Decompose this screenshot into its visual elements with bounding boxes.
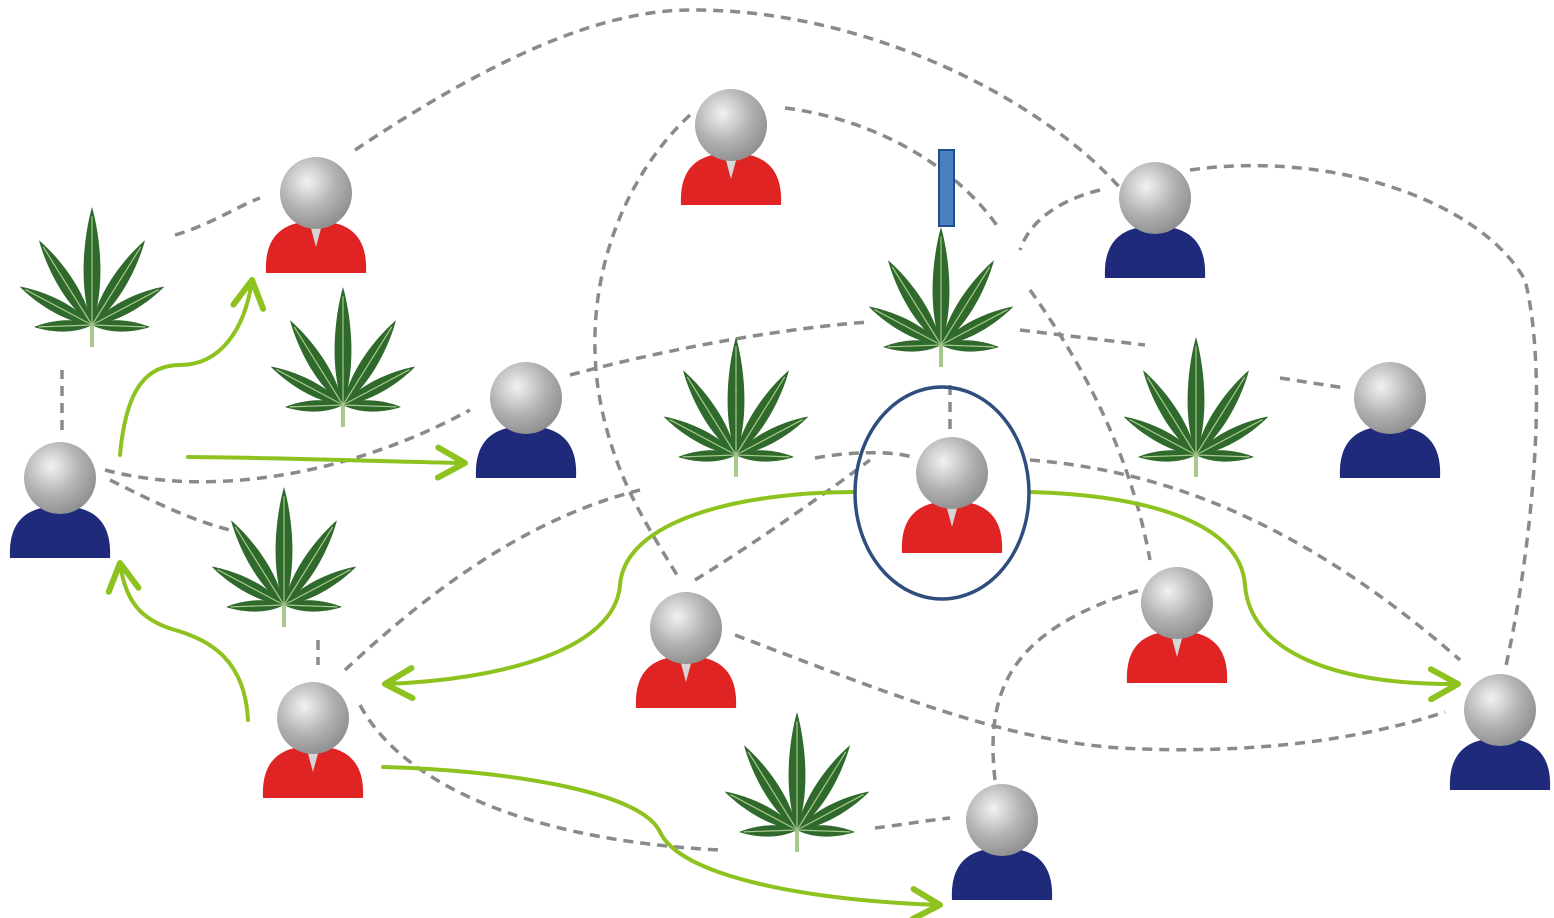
- cannabis-leaf-icon: [868, 227, 1014, 367]
- focus-ellipse: [853, 385, 1031, 601]
- link: [343, 488, 641, 672]
- dashed-links: [60, 8, 1539, 852]
- link: [358, 704, 721, 852]
- link: [734, 633, 1446, 752]
- marker-bar: [938, 149, 955, 227]
- arrow-icon: [105, 560, 250, 722]
- link: [354, 8, 1132, 202]
- link: [569, 320, 871, 377]
- person-icon: [1104, 162, 1206, 278]
- leaves: [19, 207, 1269, 852]
- link: [593, 113, 692, 581]
- link: [1029, 458, 1462, 662]
- link: [1018, 188, 1101, 251]
- link: [991, 588, 1141, 781]
- person-icon: [901, 437, 1003, 553]
- people: [9, 89, 1551, 900]
- link: [104, 408, 471, 484]
- link: [814, 450, 916, 460]
- link: [874, 816, 951, 830]
- arrow-icon: [382, 490, 857, 702]
- person-icon: [951, 784, 1053, 900]
- cannabis-leaf-icon: [19, 207, 165, 347]
- cannabis-leaf-icon: [270, 287, 416, 427]
- cannabis-leaf-icon: [663, 337, 809, 477]
- person-icon: [262, 682, 364, 798]
- arrow-icon: [186, 444, 468, 481]
- arrow-icon: [118, 277, 267, 457]
- person-icon: [1339, 362, 1441, 478]
- link: [1279, 376, 1346, 390]
- person-icon: [475, 362, 577, 478]
- link: [1028, 288, 1152, 561]
- person-icon: [1449, 674, 1551, 790]
- link: [694, 458, 872, 582]
- person-icon: [265, 157, 367, 273]
- link: [174, 196, 261, 237]
- person-icon: [680, 89, 782, 205]
- flow-arrows: [105, 277, 1461, 918]
- arrow-icon: [381, 765, 943, 918]
- link: [1019, 328, 1146, 347]
- link: [784, 106, 1002, 231]
- person-icon: [1126, 567, 1228, 683]
- person-icon: [635, 592, 737, 708]
- cannabis-leaf-icon: [1123, 337, 1269, 477]
- cannabis-leaf-icon: [724, 712, 870, 852]
- cannabis-leaf-icon: [211, 487, 357, 627]
- person-icon: [9, 442, 111, 558]
- arrow-icon: [1028, 490, 1461, 703]
- link: [109, 478, 231, 532]
